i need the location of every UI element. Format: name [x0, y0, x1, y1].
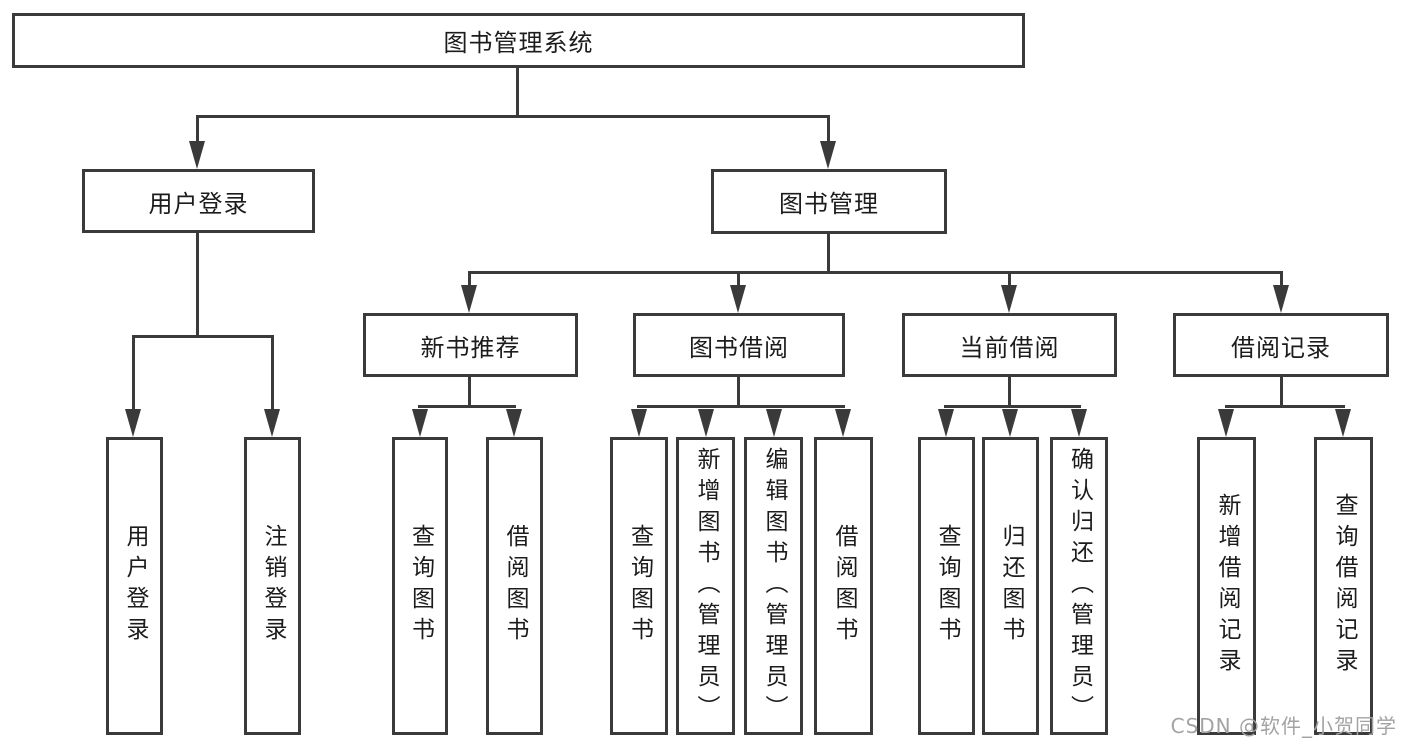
- node-current-borrow: 当前借阅: [902, 313, 1117, 377]
- connector-line: [944, 405, 1081, 408]
- arrowhead-down-icon: [766, 409, 782, 437]
- node-root: 图书管理系统: [12, 13, 1025, 68]
- leaf-user-login: 用户登录: [106, 437, 163, 735]
- node-book-mgmt: 图书管理: [711, 169, 947, 234]
- leaf-logout-label: 注销登录: [260, 524, 286, 648]
- arrowhead-down-icon: [189, 141, 205, 169]
- leaf-confirm-return-admin-label: 确认归还（管理员）: [1066, 446, 1093, 726]
- node-borrow-records-label: 借阅记录: [1231, 333, 1331, 362]
- leaf-borrow-query-books-label: 查询图书: [626, 524, 653, 648]
- node-new-book-rec-label: 新书推荐: [420, 333, 521, 362]
- connector-line: [737, 377, 740, 408]
- arrowhead-down-icon: [125, 409, 141, 437]
- node-book-borrow: 图书借阅: [633, 313, 845, 377]
- arrowhead-down-icon: [938, 409, 954, 437]
- leaf-current-query-books-label: 查询图书: [934, 524, 960, 648]
- leaf-rec-borrow-books-label: 借阅图书: [502, 524, 528, 648]
- leaf-return-books-label: 归还图书: [998, 524, 1024, 648]
- arrowhead-down-icon: [1001, 285, 1017, 313]
- connector-line: [132, 335, 274, 338]
- leaf-edit-books-admin: 编辑图书（管理员）: [744, 437, 803, 735]
- connector-line: [1280, 377, 1283, 408]
- arrowhead-down-icon: [461, 285, 477, 313]
- leaf-rec-query-books-label: 查询图书: [407, 524, 434, 648]
- connector-line: [132, 335, 135, 414]
- leaf-user-login-label: 用户登录: [122, 524, 148, 648]
- leaf-add-books-admin-label: 新增图书（管理员）: [693, 446, 719, 726]
- leaf-add-books-admin: 新增图书（管理员）: [676, 437, 735, 735]
- connector-line: [1280, 271, 1283, 289]
- leaf-borrow-query-books: 查询图书: [610, 437, 668, 735]
- connector-line: [196, 233, 199, 338]
- arrowhead-down-icon: [506, 409, 522, 437]
- connector-line: [468, 271, 1283, 274]
- arrowhead-down-icon: [1218, 409, 1234, 437]
- connector-line: [1225, 405, 1345, 408]
- connector-line: [827, 233, 830, 274]
- leaf-rec-query-books: 查询图书: [392, 437, 448, 735]
- arrowhead-down-icon: [1002, 409, 1018, 437]
- leaf-query-borrow-record: 查询借阅记录: [1314, 437, 1373, 735]
- arrowhead-down-icon: [1335, 409, 1351, 437]
- arrowhead-down-icon: [698, 409, 714, 437]
- leaf-add-borrow-record-label: 新增借阅记录: [1214, 493, 1240, 679]
- leaf-current-query-books: 查询图书: [918, 437, 975, 735]
- node-user-login-label: 用户登录: [148, 189, 249, 218]
- connector-line: [737, 271, 740, 289]
- arrowhead-down-icon: [1071, 409, 1087, 437]
- node-current-borrow-label: 当前借阅: [959, 333, 1060, 362]
- connector-line: [196, 115, 830, 118]
- connector-line: [418, 405, 516, 408]
- connector-line: [468, 271, 471, 289]
- arrowhead-down-icon: [835, 409, 851, 437]
- leaf-add-borrow-record: 新增借阅记录: [1197, 437, 1256, 735]
- leaf-return-books: 归还图书: [982, 437, 1039, 735]
- node-book-mgmt-label: 图书管理: [779, 190, 879, 218]
- leaf-borrow-books-label: 借阅图书: [831, 524, 857, 648]
- node-book-borrow-label: 图书借阅: [689, 333, 789, 362]
- leaf-confirm-return-admin: 确认归还（管理员）: [1050, 437, 1108, 735]
- arrowhead-down-icon: [1273, 285, 1289, 313]
- node-root-label: 图书管理系统: [443, 29, 594, 57]
- leaf-rec-borrow-books: 借阅图书: [486, 437, 543, 735]
- connector-line: [196, 115, 199, 149]
- watermark: CSDN @软件_小贺同学: [1170, 714, 1397, 738]
- arrowhead-down-icon: [631, 409, 647, 437]
- leaf-borrow-books: 借阅图书: [814, 437, 873, 735]
- node-new-book-rec: 新书推荐: [363, 313, 578, 377]
- connector-line: [1008, 271, 1011, 289]
- node-user-login: 用户登录: [82, 169, 315, 233]
- arrowhead-down-icon: [820, 141, 836, 169]
- leaf-query-borrow-record-label: 查询借阅记录: [1331, 493, 1357, 679]
- connector-line: [516, 68, 519, 118]
- connector-line: [468, 377, 471, 408]
- leaf-edit-books-admin-label: 编辑图书（管理员）: [761, 446, 787, 726]
- arrowhead-down-icon: [412, 409, 428, 437]
- arrowhead-down-icon: [730, 285, 746, 313]
- node-borrow-records: 借阅记录: [1173, 313, 1389, 377]
- connector-line: [271, 335, 274, 414]
- connector-line: [827, 115, 830, 149]
- leaf-logout: 注销登录: [244, 437, 301, 735]
- connector-line: [637, 405, 845, 408]
- arrowhead-down-icon: [264, 409, 280, 437]
- connector-line: [1008, 377, 1011, 408]
